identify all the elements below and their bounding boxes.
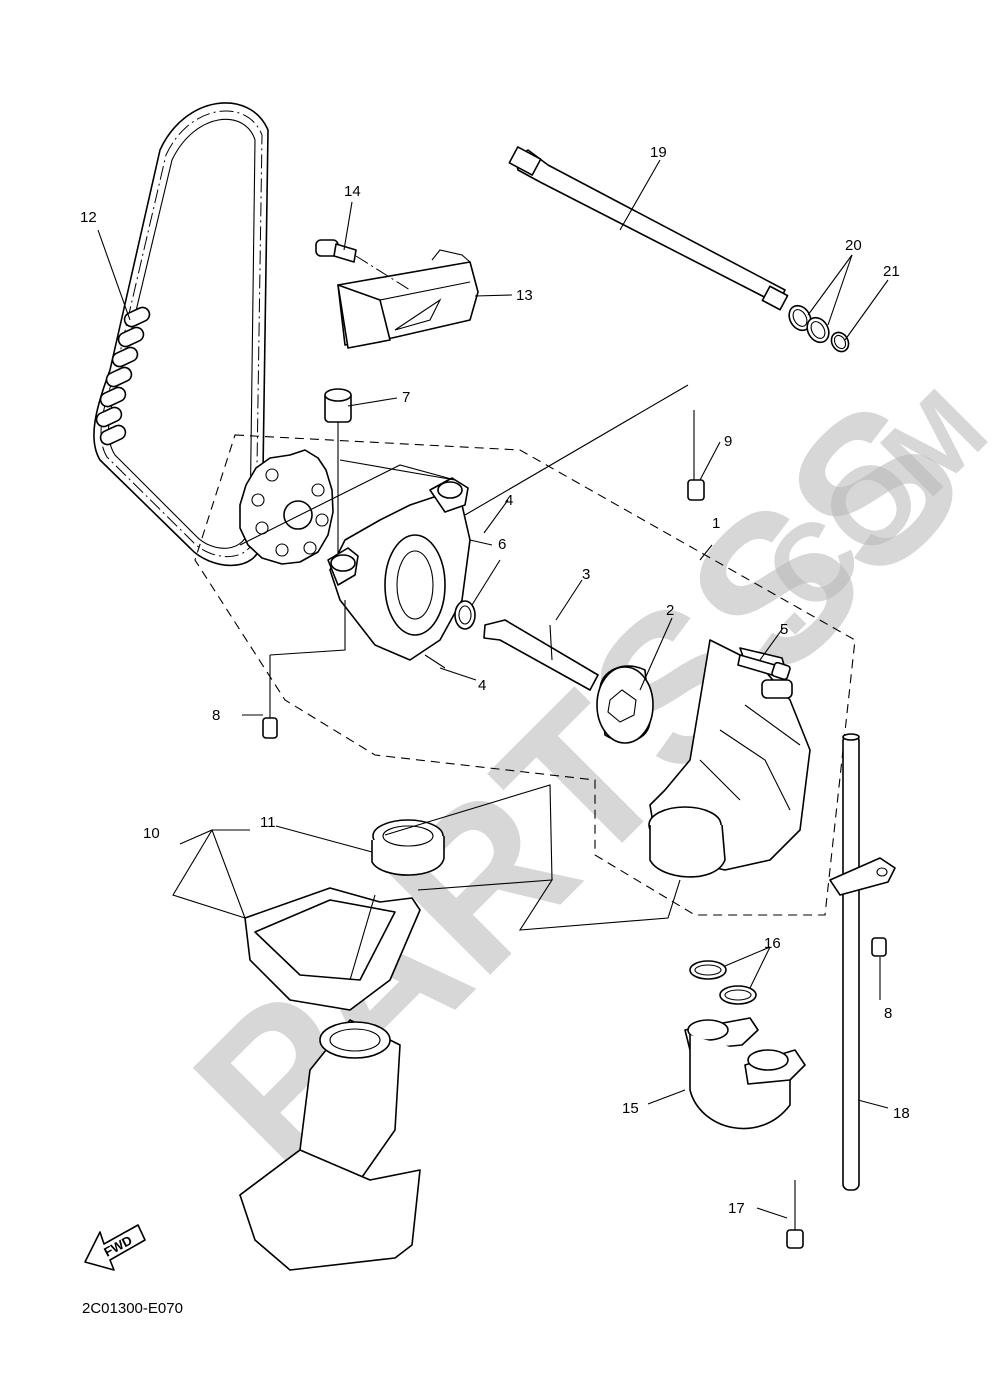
callout-18: 18 <box>893 1105 910 1122</box>
callout-9: 9 <box>724 433 732 450</box>
callout-4-lower: 4 <box>478 677 486 694</box>
callout-20: 20 <box>845 237 862 254</box>
chain-links <box>95 306 151 446</box>
callout-2: 2 <box>666 602 674 619</box>
callout-6: 6 <box>498 536 506 553</box>
callout-17: 17 <box>728 1200 745 1217</box>
callout-12: 12 <box>80 209 97 226</box>
sprocket <box>239 449 334 565</box>
part-3-pin-shaft <box>483 619 599 691</box>
pump-body-right <box>648 639 811 878</box>
part-16-orings <box>689 960 757 1005</box>
leader-lines <box>97 159 889 1219</box>
part-10-11-strainer <box>239 819 445 1271</box>
callout-15: 15 <box>622 1100 639 1117</box>
pump-housing <box>327 477 493 669</box>
callout-8-right: 8 <box>884 1005 892 1022</box>
part-2-rotor <box>596 665 654 744</box>
part-13-chain-guide <box>337 249 479 349</box>
callout-11: 11 <box>260 814 276 831</box>
part-19-shaft <box>508 146 789 311</box>
callout-4-upper: 4 <box>505 492 513 509</box>
callout-13: 13 <box>516 287 533 304</box>
callout-3: 3 <box>582 566 590 583</box>
part-12-chain <box>93 102 269 567</box>
callout-7: 7 <box>402 389 410 406</box>
part-18-tube <box>829 733 896 1191</box>
diagram-code: 2C01300-E070 <box>82 1300 183 1317</box>
callout-21: 21 <box>883 263 900 280</box>
bolts <box>262 410 887 1249</box>
assembly-group-outline <box>194 434 856 916</box>
part-6-oring <box>454 600 476 630</box>
callout-8-left: 8 <box>212 707 220 724</box>
part-14-bolt <box>315 239 411 291</box>
callout-14: 14 <box>344 183 361 200</box>
callout-labels: 1 2 3 4 4 5 6 7 8 8 9 10 11 12 13 14 15 … <box>80 144 910 1217</box>
callout-19: 19 <box>650 144 667 161</box>
callout-1: 1 <box>712 515 720 532</box>
fwd-arrow-icon: FWD <box>84 1224 146 1271</box>
part-15-pipe <box>684 1017 806 1130</box>
callout-5: 5 <box>780 621 788 638</box>
callout-10: 10 <box>143 825 160 842</box>
callout-16: 16 <box>764 935 781 952</box>
part-7-collar <box>324 388 352 560</box>
part-20-21-orings <box>788 304 850 353</box>
